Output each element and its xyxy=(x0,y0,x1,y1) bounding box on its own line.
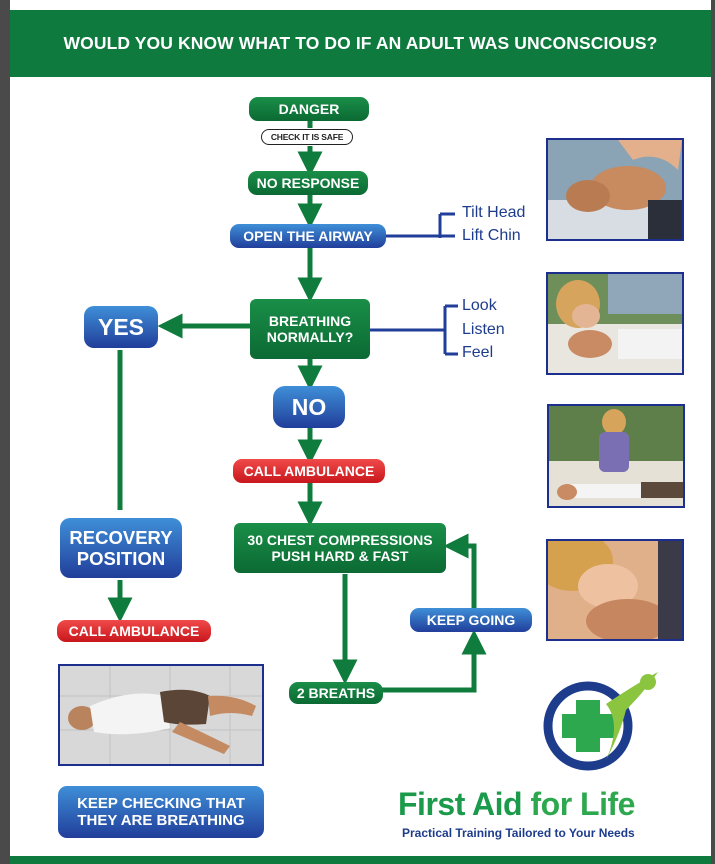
recovery-line2: POSITION xyxy=(76,548,166,569)
logo-name: First Aid for Life xyxy=(398,786,635,823)
photo-open-airway xyxy=(546,138,684,241)
airway-step-tilt: Tilt Head xyxy=(462,204,526,221)
breathing-question: BREATHING NORMALLY? xyxy=(250,299,370,359)
breathing-line2: NORMALLY? xyxy=(266,329,354,345)
keep-checking-line2: THEY ARE BREATHING xyxy=(77,812,245,829)
left-frame xyxy=(0,0,10,864)
breathing-line1: BREATHING xyxy=(268,312,352,329)
photo-recovery-position xyxy=(58,664,264,766)
photo-check-breathing xyxy=(546,272,684,375)
arrow-loop-back xyxy=(443,533,477,608)
keep-checking-line1: KEEP CHECKING THAT xyxy=(77,794,245,812)
photo-chest-compressions xyxy=(547,404,685,508)
no-response-step: NO RESPONSE xyxy=(248,171,368,195)
logo-tagline: Practical Training Tailored to Your Need… xyxy=(402,826,635,840)
chest-compressions-step: 30 CHEST COMPRESSIONS PUSH HARD & FAST xyxy=(234,523,446,573)
airway-step-lift: Lift Chin xyxy=(462,227,521,244)
arrow-to-keep-going xyxy=(382,629,487,693)
right-frame xyxy=(711,0,715,864)
check-feel: Feel xyxy=(462,344,494,361)
compressions-line1: 30 CHEST COMPRESSIONS xyxy=(247,531,433,548)
logo-name-part1: First Aid xyxy=(398,786,523,822)
recovery-position-step: RECOVERY POSITION xyxy=(60,518,182,578)
keep-going-label: KEEP GOING xyxy=(410,608,532,632)
danger-step: DANGER xyxy=(249,97,369,121)
call-ambulance-left: CALL AMBULANCE xyxy=(57,620,211,642)
check-listen: Listen xyxy=(462,321,505,338)
open-airway-step: OPEN THE AIRWAY xyxy=(230,224,386,248)
check-look: Look xyxy=(462,297,497,314)
compressions-line2: PUSH HARD & FAST xyxy=(271,548,409,564)
bottom-bar xyxy=(10,856,711,864)
check-safe-label: CHECK IT IS SAFE xyxy=(261,129,353,145)
keep-checking-note: KEEP CHECKING THAT THEY ARE BREATHING xyxy=(58,786,264,838)
recovery-line1: RECOVERY xyxy=(69,526,173,548)
logo-emblem xyxy=(543,672,658,771)
yes-label: YES xyxy=(84,306,158,348)
header-title: WOULD YOU KNOW WHAT TO DO IF AN ADULT WA… xyxy=(63,33,658,53)
logo-name-part2: for Life xyxy=(522,786,635,822)
photo-rescue-breaths xyxy=(546,539,684,641)
no-label: NO xyxy=(273,386,345,428)
two-breaths-step: 2 BREATHS xyxy=(289,682,383,704)
call-ambulance-main: CALL AMBULANCE xyxy=(233,459,385,483)
header-banner: WOULD YOU KNOW WHAT TO DO IF AN ADULT WA… xyxy=(10,10,711,77)
